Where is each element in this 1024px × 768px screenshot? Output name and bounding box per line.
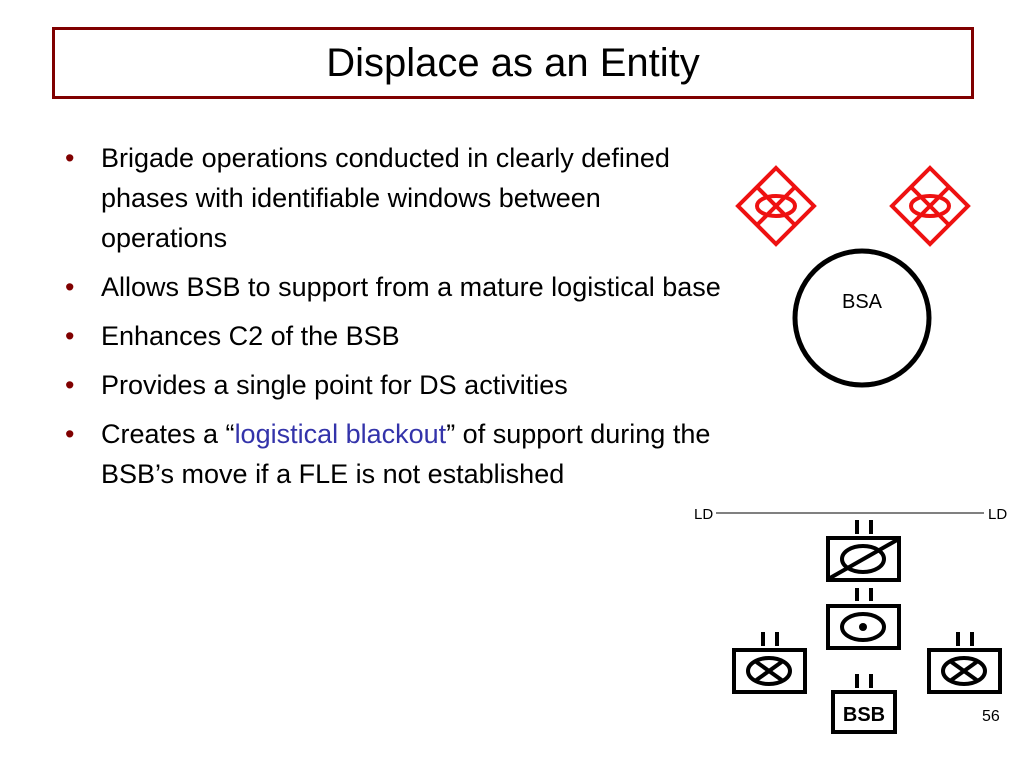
bullet-item: • Creates a “logistical blackout” of sup… <box>62 414 722 494</box>
bullet-icon: • <box>65 143 75 173</box>
bullet-text: Provides a single point for DS activitie… <box>101 370 568 400</box>
maneuver-unit-symbol-left <box>735 165 817 247</box>
medical-unit-symbol-right <box>927 632 1002 694</box>
bullet-item: • Allows BSB to support from a mature lo… <box>62 267 722 307</box>
bullet-item: • Enhances C2 of the BSB <box>62 316 722 356</box>
bullet-text-before: Creates a “ <box>101 419 235 449</box>
maneuver-unit-symbol-right <box>889 165 971 247</box>
bullet-icon: • <box>65 272 75 302</box>
slide-title: Displace as an Entity <box>326 40 700 85</box>
bullet-icon: • <box>65 419 75 449</box>
bullet-item: • Brigade operations conducted in clearl… <box>62 138 722 258</box>
bsb-label: BSB <box>843 704 885 726</box>
bullet-text: Enhances C2 of the BSB <box>101 321 400 351</box>
bullet-text-after: ” of support during the BSB’s move if a … <box>101 419 711 489</box>
page-number: 56 <box>982 708 1000 725</box>
supply-unit-symbol <box>826 520 901 582</box>
maintenance-unit-symbol <box>826 588 901 650</box>
bsa-area-circle <box>792 248 932 388</box>
ld-label-right: LD <box>988 506 1007 523</box>
bullet-text: Brigade operations conducted in clearly … <box>101 143 670 253</box>
title-frame: Displace as an Entity <box>52 27 974 99</box>
bullet-text: Allows BSB to support from a mature logi… <box>101 272 721 302</box>
bsa-label: BSA <box>842 291 883 313</box>
ld-label-left: LD <box>694 506 713 523</box>
logistical-blackout-link[interactable]: logistical blackout <box>234 419 447 449</box>
bullet-list: • Brigade operations conducted in clearl… <box>62 138 722 503</box>
bullet-item: • Provides a single point for DS activit… <box>62 365 722 405</box>
bsb-unit-symbol <box>831 674 897 734</box>
bullet-icon: • <box>65 370 75 400</box>
bullet-icon: • <box>65 321 75 351</box>
medical-unit-symbol-left <box>732 632 807 694</box>
